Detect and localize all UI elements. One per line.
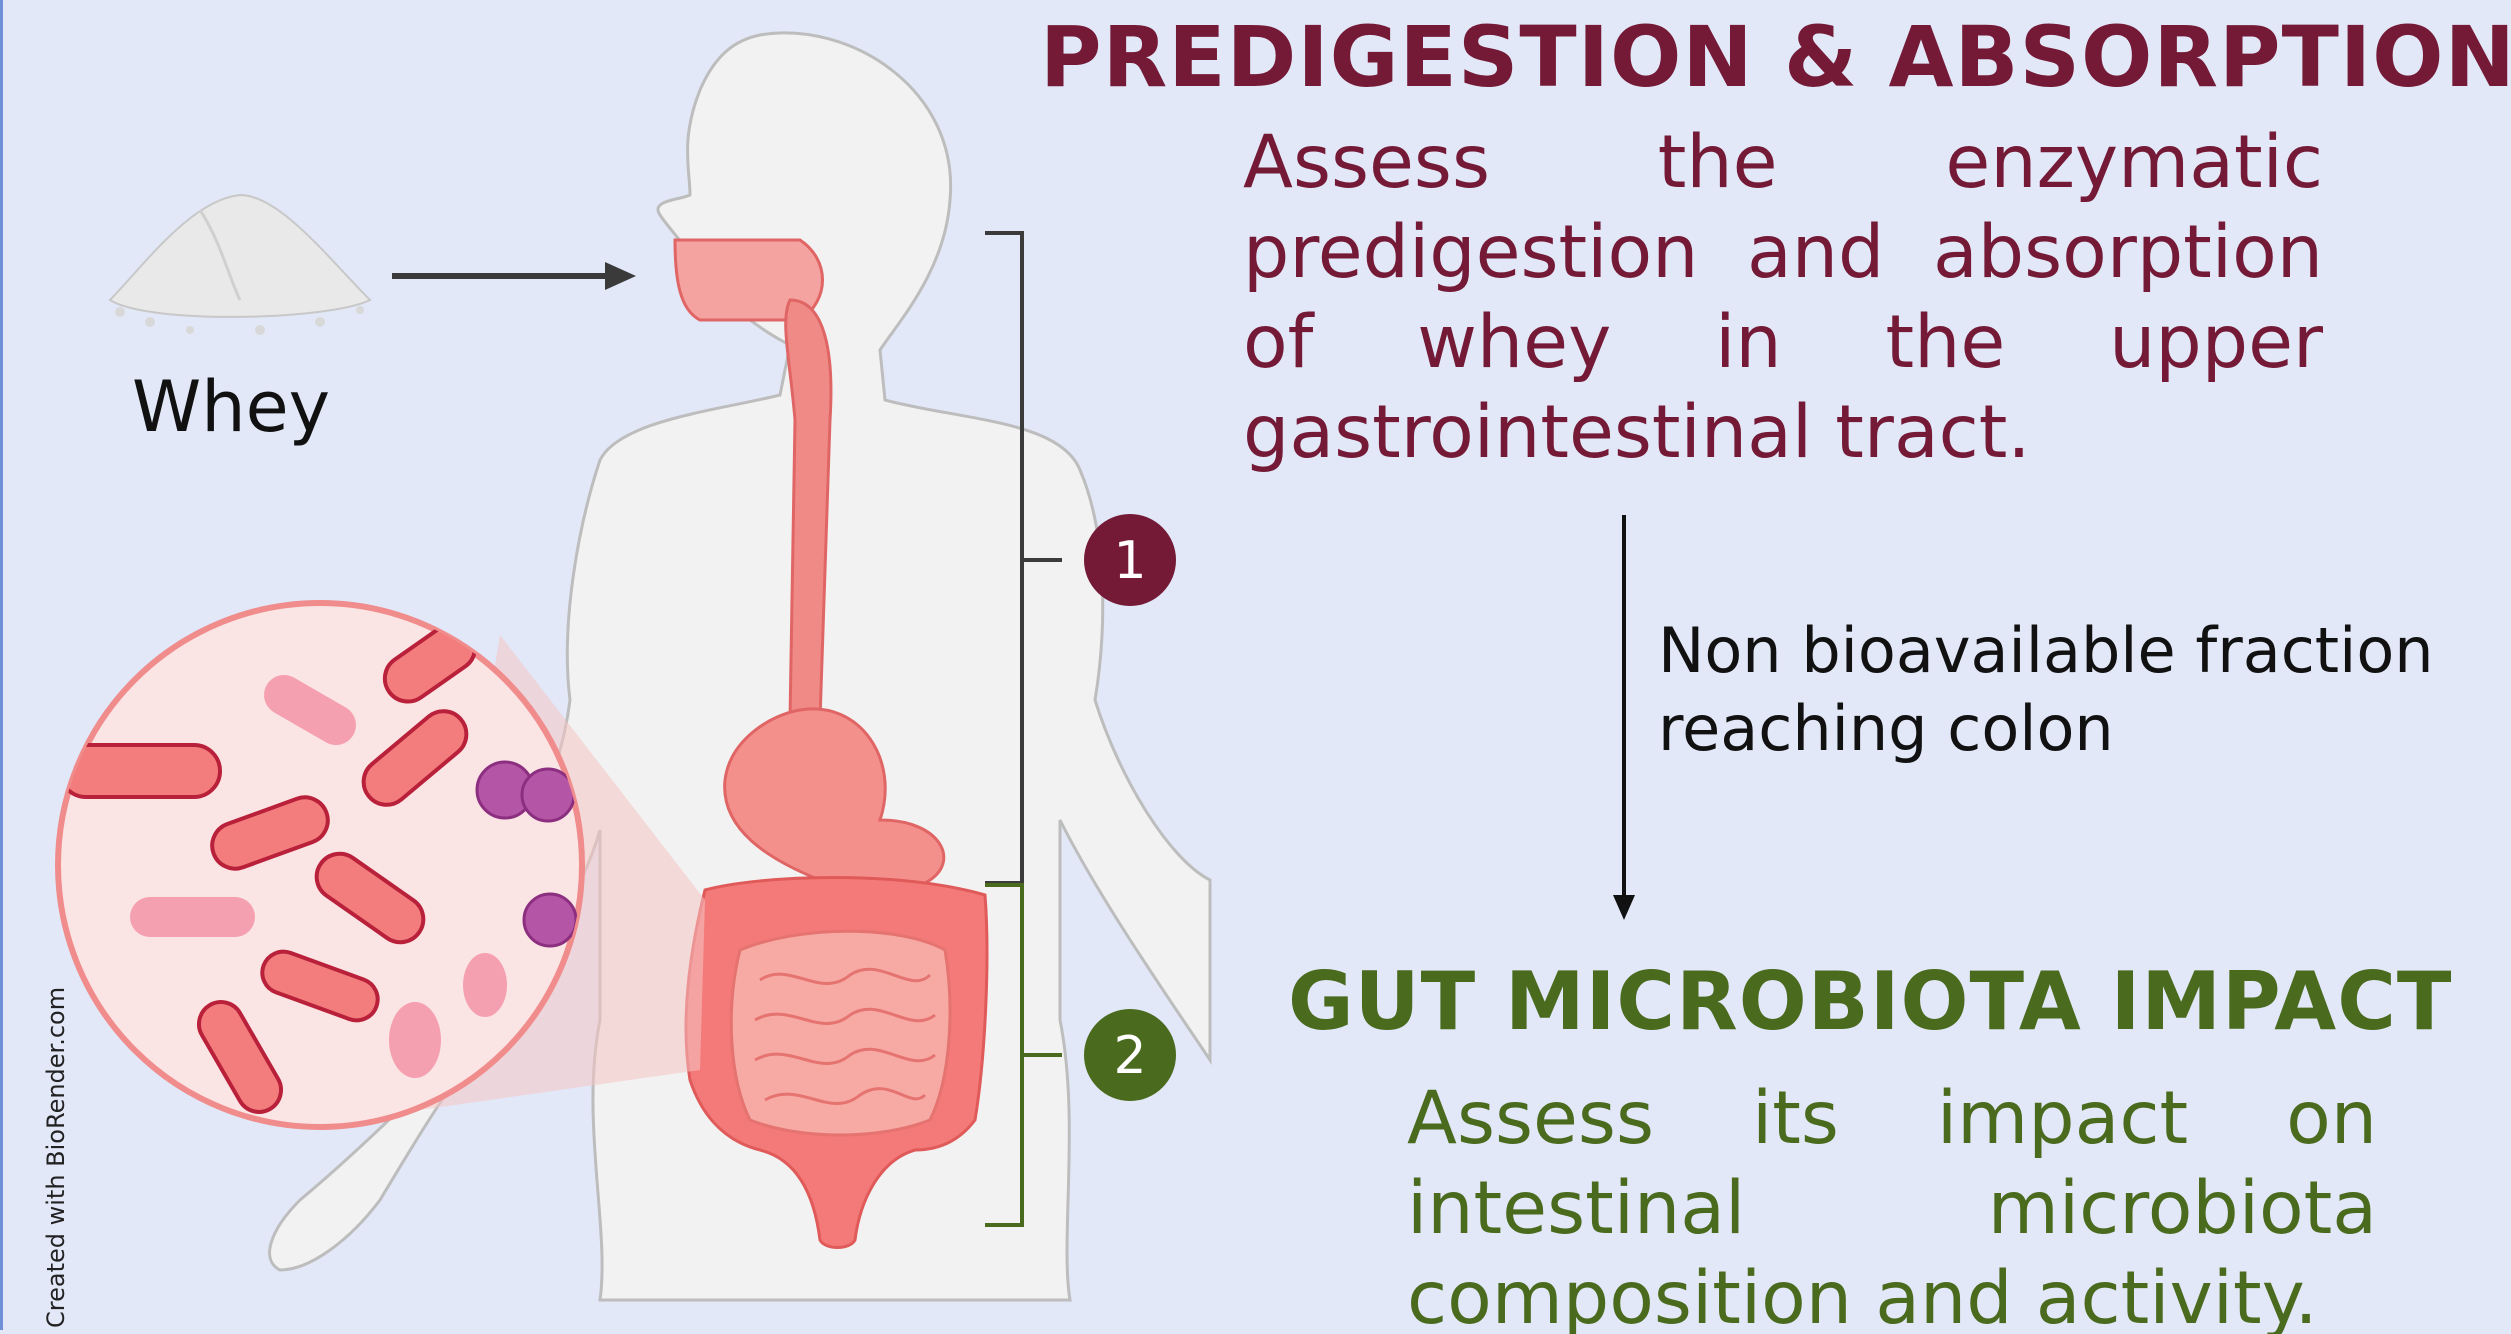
transition-line-1: Non bioavailable fraction xyxy=(1658,612,2478,690)
predigestion-description: Assess the enzymatic predigestion and ab… xyxy=(1243,118,2323,478)
predigestion-title: PREDIGESTION & ABSORPTION xyxy=(1040,8,2470,106)
step-1-badge: 1 xyxy=(1084,514,1176,606)
flow-arrow-down xyxy=(1613,515,1635,920)
microbiota-title: GUT MICROBIOTA IMPACT xyxy=(1288,955,2488,1048)
whey-label: Whey xyxy=(132,366,330,448)
transition-line-2: reaching colon xyxy=(1658,690,2478,768)
microbiota-magnifier xyxy=(58,603,582,1127)
svg-text:2: 2 xyxy=(1113,1026,1146,1086)
powder-pile-icon xyxy=(110,195,370,335)
arrow-to-mouth xyxy=(392,262,636,290)
svg-text:1: 1 xyxy=(1113,531,1146,591)
transition-text: Non bioavailable fraction reaching colon xyxy=(1658,612,2478,768)
step-2-badge: 2 xyxy=(1084,1009,1176,1101)
microbiota-description: Assess its impact on intestinal microbio… xyxy=(1407,1074,2377,1334)
biorender-credit: Created with BioRender.com xyxy=(42,987,70,1328)
